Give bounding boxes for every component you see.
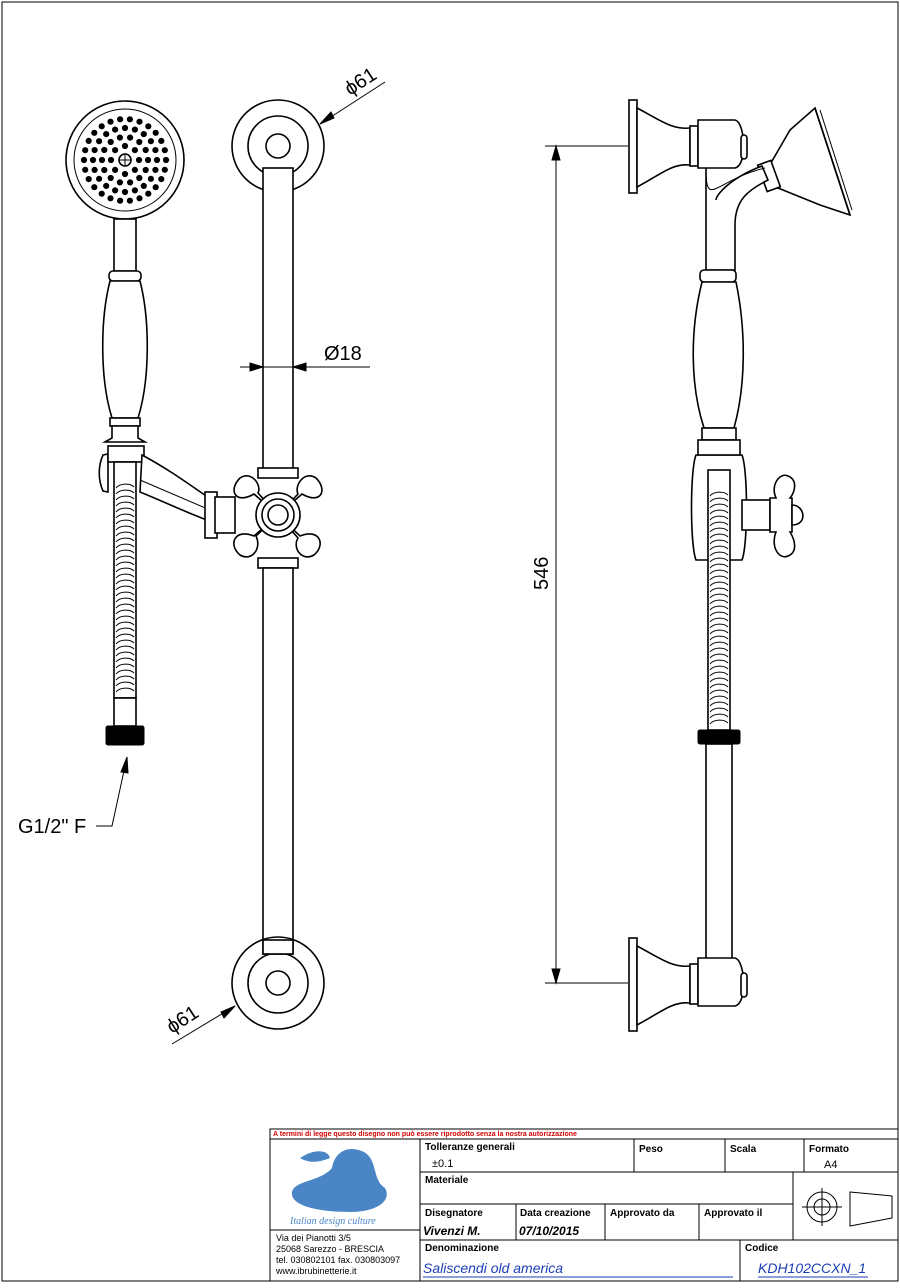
dimension-connection: G1/2" F	[18, 756, 129, 838]
dimension-bar-diameter: Ø18	[240, 343, 370, 374]
company-address-1: Via dei Pianotti 3/5	[276, 1233, 351, 1243]
created-value: 07/10/2015	[519, 1224, 579, 1238]
dimension-label-bar-length: 546	[531, 557, 553, 590]
format-label: Formato	[809, 1144, 849, 1155]
format-value: A4	[824, 1159, 837, 1171]
dimension-diameter-top: ϕ61	[319, 64, 386, 125]
brand-tagline: Italian design culture	[289, 1216, 376, 1227]
company-address-2: 25068 Sarezzo - BRESCIA	[276, 1244, 384, 1254]
name-label: Denominazione	[425, 1243, 499, 1254]
dimension-bar-length: 546	[531, 144, 628, 985]
approved-on-label: Approvato il	[704, 1208, 763, 1219]
dimension-label-diameter-top: ϕ61	[341, 64, 381, 101]
dimension-label-bar-diameter: Ø18	[324, 343, 362, 365]
company-logo	[291, 1148, 387, 1212]
material-label: Materiale	[425, 1175, 469, 1186]
weight-label: Peso	[639, 1144, 663, 1155]
scale-label: Scala	[730, 1144, 757, 1155]
projection-symbol-icon	[802, 1188, 893, 1227]
flexible-hose	[105, 461, 145, 746]
designer-label: Disegnatore	[425, 1208, 483, 1219]
name-value: Saliscendi old america	[423, 1260, 563, 1276]
created-label: Data creazione	[520, 1208, 591, 1219]
tolerances-label: Tolleranze generali	[425, 1142, 515, 1153]
code-label: Codice	[745, 1243, 779, 1254]
hose-nut	[105, 725, 145, 746]
copyright-warning: A termini di legge questo disegno non pu…	[273, 1131, 577, 1138]
tolerances-value: ±0.1	[432, 1158, 453, 1170]
shower-holder-bracket	[98, 445, 236, 539]
title-block: A termini di legge questo disegno non pu…	[269, 1128, 899, 1282]
company-address-3: tel. 030802101 fax. 030803097	[276, 1255, 400, 1265]
approved-by-label: Approvato da	[610, 1208, 675, 1219]
dimension-label-connection: G1/2" F	[18, 816, 86, 838]
hand-shower-front-view	[65, 100, 185, 443]
designer-value: Vivenzi M.	[423, 1224, 481, 1238]
shower-nozzles	[80, 116, 170, 204]
company-address-4: www.ibrubinetterie.it	[275, 1266, 357, 1276]
code-value: KDH102CCXN_1	[758, 1260, 866, 1276]
hose-coils	[709, 491, 729, 725]
dimension-label-diameter-bottom: ϕ61	[163, 1002, 203, 1039]
slide-bar-front-view	[231, 99, 325, 1030]
hose-coils	[115, 483, 135, 693]
dimension-diameter-bottom: ϕ61	[163, 1002, 236, 1045]
hose-nut	[697, 729, 741, 745]
slide-bar-side-view	[628, 99, 853, 1032]
